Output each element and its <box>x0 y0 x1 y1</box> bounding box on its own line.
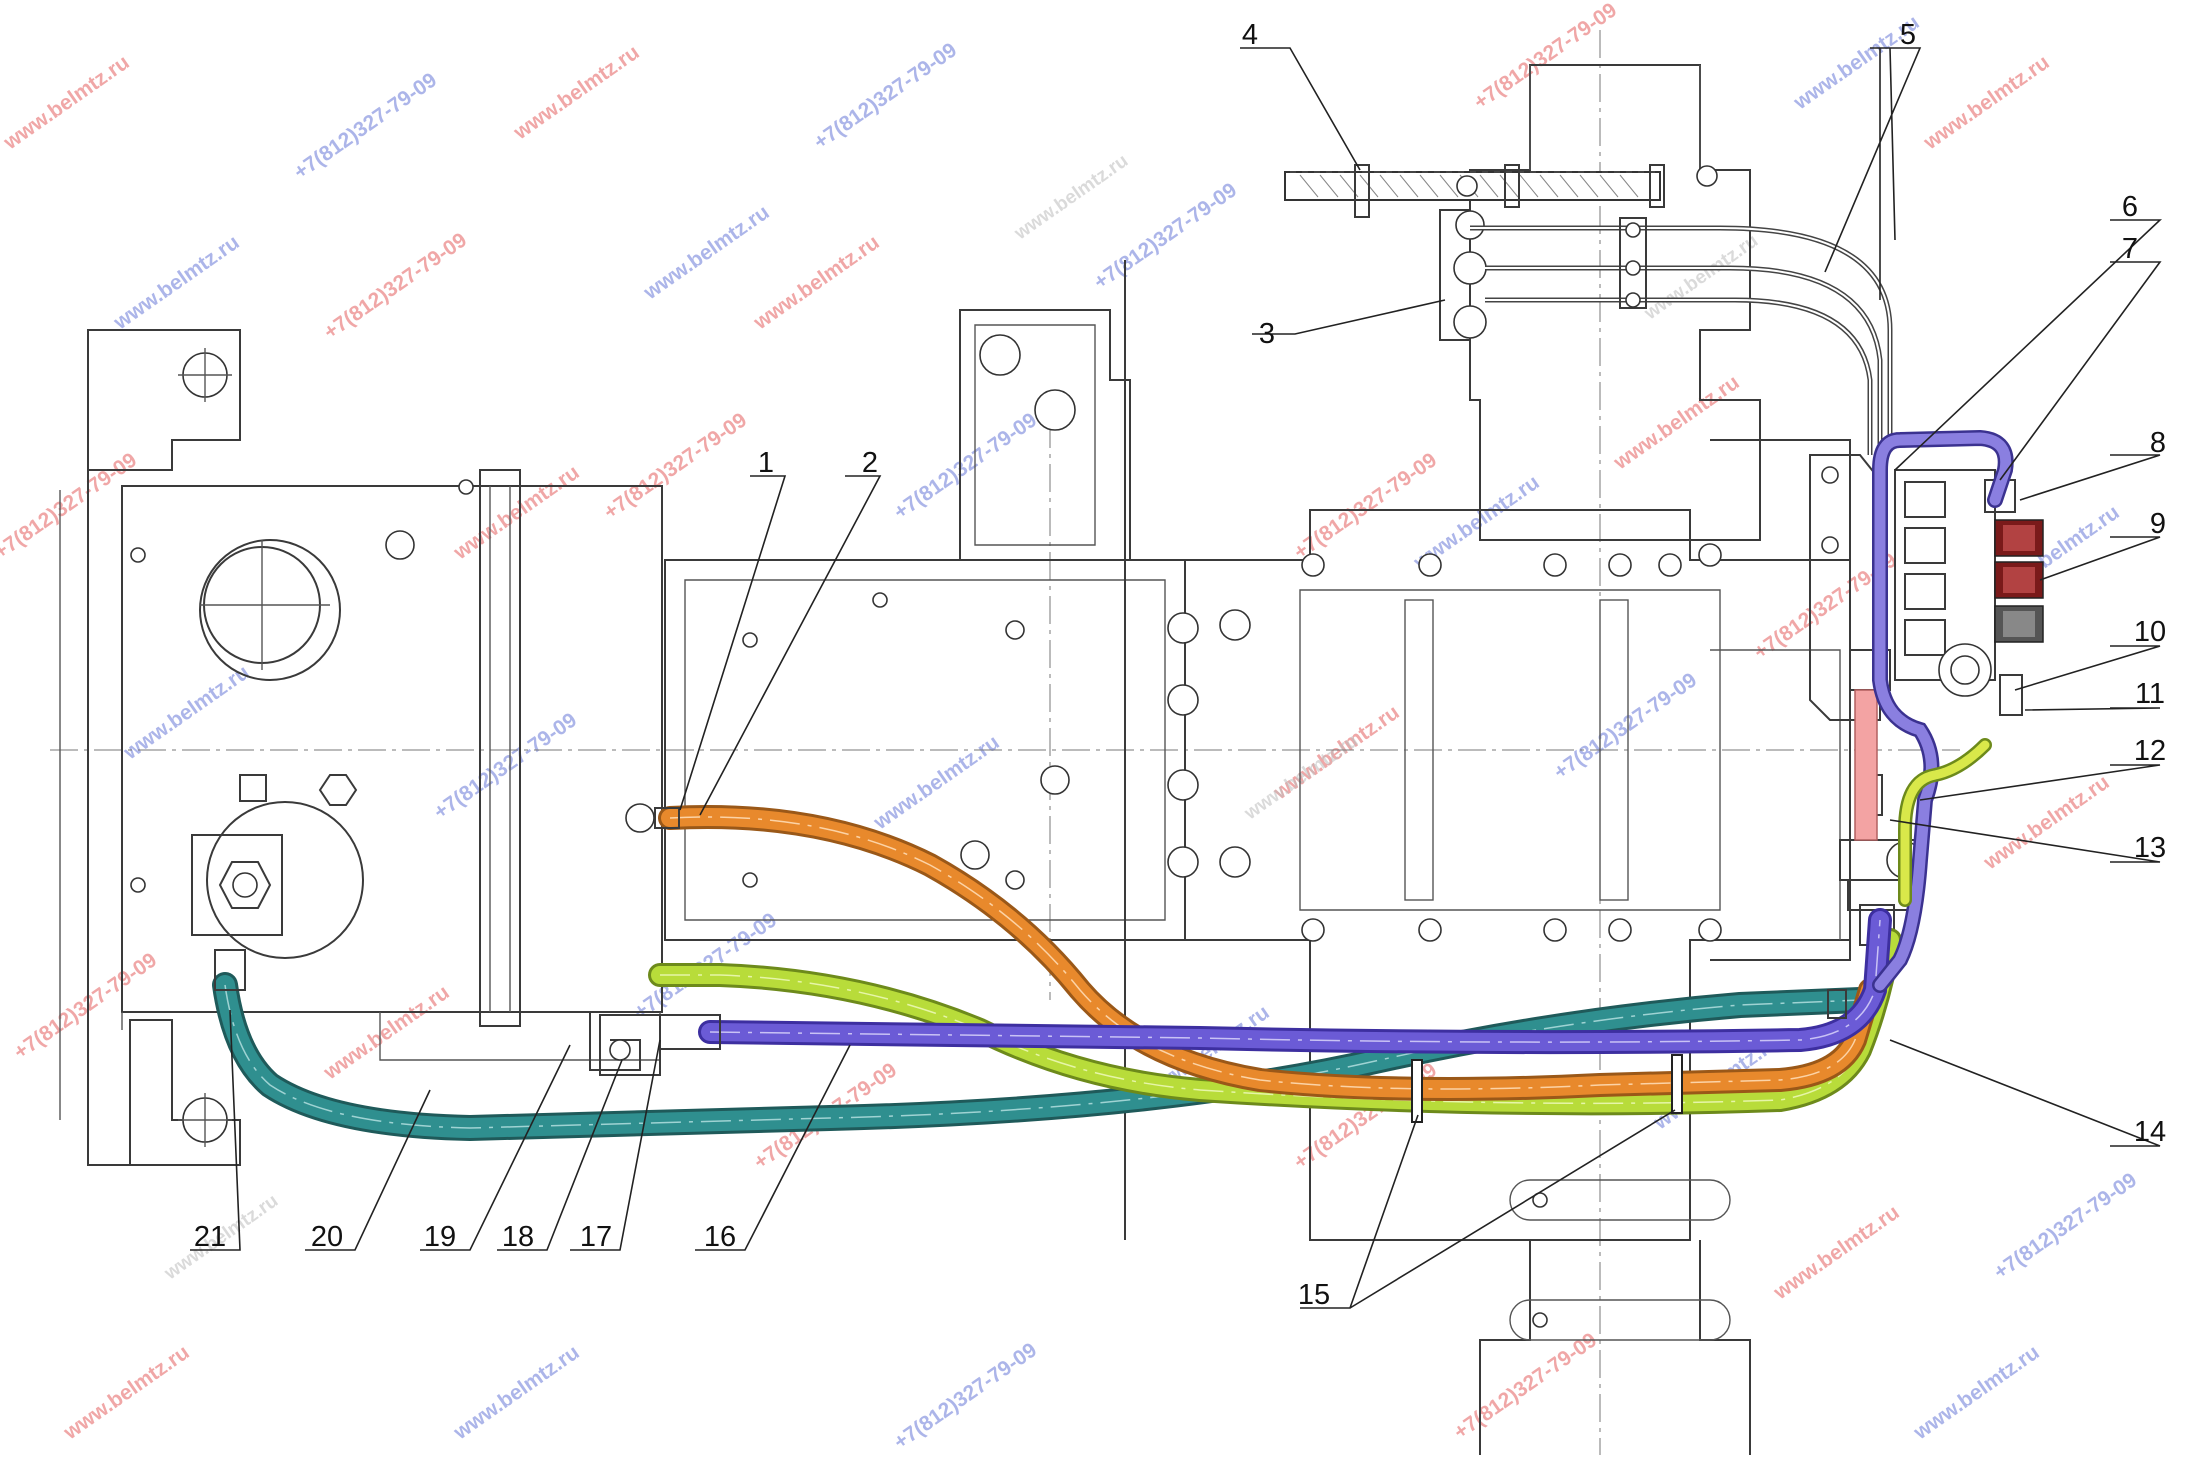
callout-1: 1 <box>758 447 774 479</box>
hydraulic-tank <box>121 469 663 1076</box>
watermark-phone: +7(812)327-79-09 <box>0 448 141 564</box>
watermark-site: www.belmtz.ru <box>1609 371 1744 475</box>
hose-clamp <box>1411 1059 1423 1123</box>
watermark-site: www.belmtz.ru <box>1979 771 2114 875</box>
callout-8: 8 <box>2150 427 2166 459</box>
callout-labels: 1 2 3 4 5 6 7 8 9 10 11 12 13 14 15 16 1… <box>194 19 2166 1311</box>
watermark-phone: +7(812)327-79-09 <box>1450 1328 1601 1444</box>
callout-4: 4 <box>1242 19 1258 51</box>
watermark-site: www.belmtz.ru <box>119 661 254 765</box>
callout-11: 11 <box>2135 678 2165 710</box>
watermark-phone: +7(812)327-79-09 <box>10 948 161 1064</box>
watermark-site: www.belmtz.ru <box>639 201 774 305</box>
callout-18: 18 <box>502 1221 534 1253</box>
watermark-phone: +7(812)327-79-09 <box>1290 448 1441 564</box>
callout-15: 15 <box>1298 1279 1330 1311</box>
watermark-phone: +7(812)327-79-09 <box>320 228 471 344</box>
watermark-site: www.belmtz.ru <box>1769 1201 1904 1305</box>
watermark-phone: +7(812)327-79-09 <box>890 1338 1041 1454</box>
control-cables <box>1439 209 1893 455</box>
callout-12: 12 <box>2134 735 2166 767</box>
watermark-site: www.belmtz.ru <box>1909 1341 2044 1445</box>
callout-20: 20 <box>311 1221 343 1253</box>
watermark-phone: +7(812)327-79-09 <box>600 408 751 524</box>
watermark-phone: +7(812)327-79-09 <box>890 408 1041 524</box>
callout-16: 16 <box>704 1221 736 1253</box>
hose-clamp <box>1671 1054 1683 1114</box>
callout-6: 6 <box>2122 191 2138 223</box>
filter-housing <box>191 801 364 959</box>
callout-21: 21 <box>194 1221 226 1253</box>
callout-7: 7 <box>2122 233 2138 265</box>
top-cover-plate <box>1284 164 1718 218</box>
watermark-site-alt: www.belmtz.ru <box>1640 230 1762 324</box>
callout-19: 19 <box>424 1221 456 1253</box>
transmission-housing <box>664 64 1851 1455</box>
watermark-phone: +7(812)327-79-09 <box>810 38 961 154</box>
watermark-site: www.belmtz.ru <box>59 1341 194 1445</box>
callout-14: 14 <box>2134 1116 2166 1148</box>
hoses <box>212 429 2014 1142</box>
callout-2: 2 <box>862 447 878 479</box>
callout-9: 9 <box>2150 508 2166 540</box>
callout-17: 17 <box>580 1221 612 1253</box>
watermark-site: www.belmtz.ru <box>749 231 884 335</box>
watermark-site-alt: www.belmtz.ru <box>1240 730 1362 824</box>
callout-10: 10 <box>2134 616 2166 648</box>
watermark-phone: +7(812)327-79-09 <box>290 68 441 184</box>
callout-13: 13 <box>2134 832 2166 864</box>
watermark-site: www.belmtz.ru <box>449 1341 584 1445</box>
watermark-phone: +7(812)327-79-09 <box>1090 178 1241 294</box>
watermark-site: www.belmtz.ru <box>449 461 584 565</box>
filler-cap <box>199 539 341 681</box>
callout-3: 3 <box>1259 318 1275 350</box>
watermark-site: www.belmtz.ru <box>319 981 454 1085</box>
watermark-phone: +7(812)327-79-09 <box>1990 1168 2141 1284</box>
watermark-phone: +7(812)327-79-09 <box>1550 668 1701 784</box>
quick-couplings <box>1994 519 2044 643</box>
watermark-phone: +7(812)327-79-09 <box>1470 0 1621 114</box>
callout-5: 5 <box>1900 19 1916 51</box>
watermark-site-alt: www.belmtz.ru <box>1010 150 1132 244</box>
watermark-site: www.belmtz.ru <box>509 41 644 145</box>
leader-lines <box>190 47 2163 1309</box>
watermark-site: www.belmtz.ru <box>109 231 244 335</box>
left-mounting-bracket <box>59 329 241 1166</box>
watermark-site: www.belmtz.ru <box>1919 51 2054 155</box>
watermark-site: www.belmtz.ru <box>0 51 134 155</box>
distributor-valve-block <box>1809 454 2044 721</box>
watermark-phone: +7(812)327-79-09 <box>430 708 581 824</box>
watermark-site: www.belmtz.ru <box>869 731 1004 835</box>
